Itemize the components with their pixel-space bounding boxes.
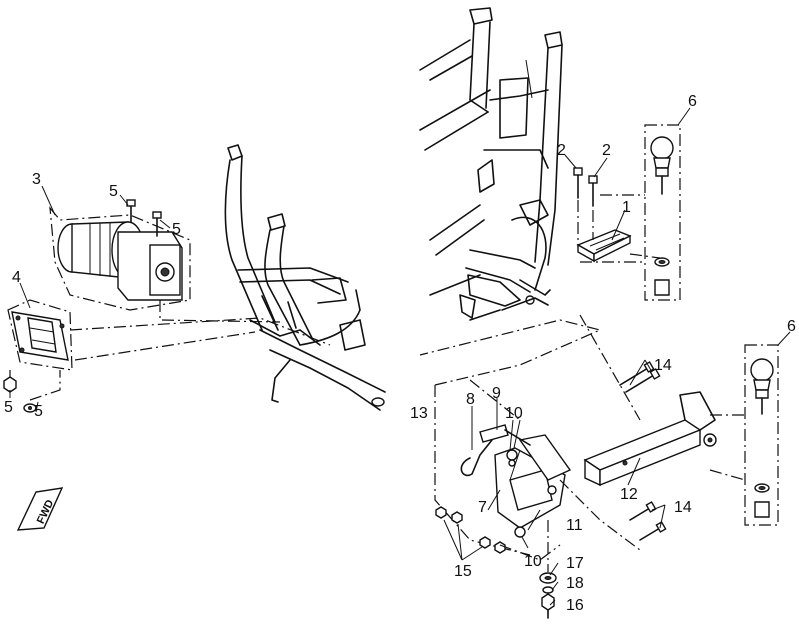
step-bolt-left	[573, 167, 583, 199]
callout-12: 12	[620, 486, 638, 503]
callout-labels: 3 5 5 4 5 5 2 2 1 6 6 8 9 10 13 14 7 11 …	[4, 93, 796, 614]
callout-11: 11	[566, 517, 583, 534]
washer-17	[539, 572, 557, 584]
washer-bottom	[23, 403, 37, 413]
nut-10-top	[506, 449, 518, 467]
bolt-top-left	[126, 199, 136, 223]
callout-10-bottom: 10	[524, 553, 542, 570]
nut-15-c	[479, 536, 491, 549]
bolt-14-bottom	[629, 501, 667, 541]
callout-14-top: 14	[654, 357, 672, 374]
callout-15: 15	[454, 563, 472, 580]
callout-9: 9	[492, 385, 501, 402]
callout-1: 1	[622, 199, 631, 216]
step-bolt-right	[588, 175, 598, 207]
callout-5-top-left: 5	[109, 183, 118, 200]
callout-5-bottom-right: 5	[34, 403, 43, 420]
nut-15-b	[451, 511, 463, 524]
rear-frame	[419, 7, 563, 321]
forward-direction-badge: FWD	[16, 487, 64, 531]
callout-3: 3	[32, 171, 41, 188]
hitch-receiver-group	[419, 314, 779, 619]
callout-8: 8	[466, 391, 475, 408]
callout-14-bottom: 14	[674, 499, 692, 516]
callout-2-left: 2	[557, 142, 566, 159]
winch-group: FWD	[3, 144, 386, 531]
nut-bottom-left	[3, 376, 17, 393]
receiver-bracket	[494, 434, 572, 529]
bolt-16	[541, 593, 555, 619]
callout-5-bottom-left: 5	[4, 399, 13, 416]
callout-18: 18	[566, 575, 584, 592]
nut-15-a	[435, 506, 447, 519]
winch-gearbox	[117, 231, 183, 301]
nut-10-bottom	[514, 526, 526, 538]
rear-frame-group	[419, 7, 681, 321]
callout-2-right: 2	[602, 142, 611, 159]
nut-15-d	[494, 541, 506, 554]
callout-5-top-right: 5	[172, 221, 181, 238]
winch-mount-plate	[7, 299, 73, 371]
callout-17: 17	[566, 555, 584, 572]
hitch-clip	[460, 439, 493, 477]
foot-step	[576, 229, 632, 263]
leader-lines	[9, 107, 791, 606]
callout-6-top: 6	[688, 93, 697, 110]
bolt-top-right	[152, 211, 162, 237]
washer-18	[542, 586, 554, 594]
bumper-frame	[224, 144, 386, 411]
callout-13: 13	[410, 405, 428, 422]
hitch-ball-bottom	[744, 344, 779, 526]
hitch-ball-top	[644, 124, 681, 301]
callout-4: 4	[12, 269, 21, 286]
callout-10-top: 10	[505, 405, 523, 422]
callout-16: 16	[566, 597, 584, 614]
receiver-tube	[583, 391, 717, 487]
callout-6-bottom: 6	[787, 318, 796, 335]
callout-7: 7	[478, 499, 487, 516]
